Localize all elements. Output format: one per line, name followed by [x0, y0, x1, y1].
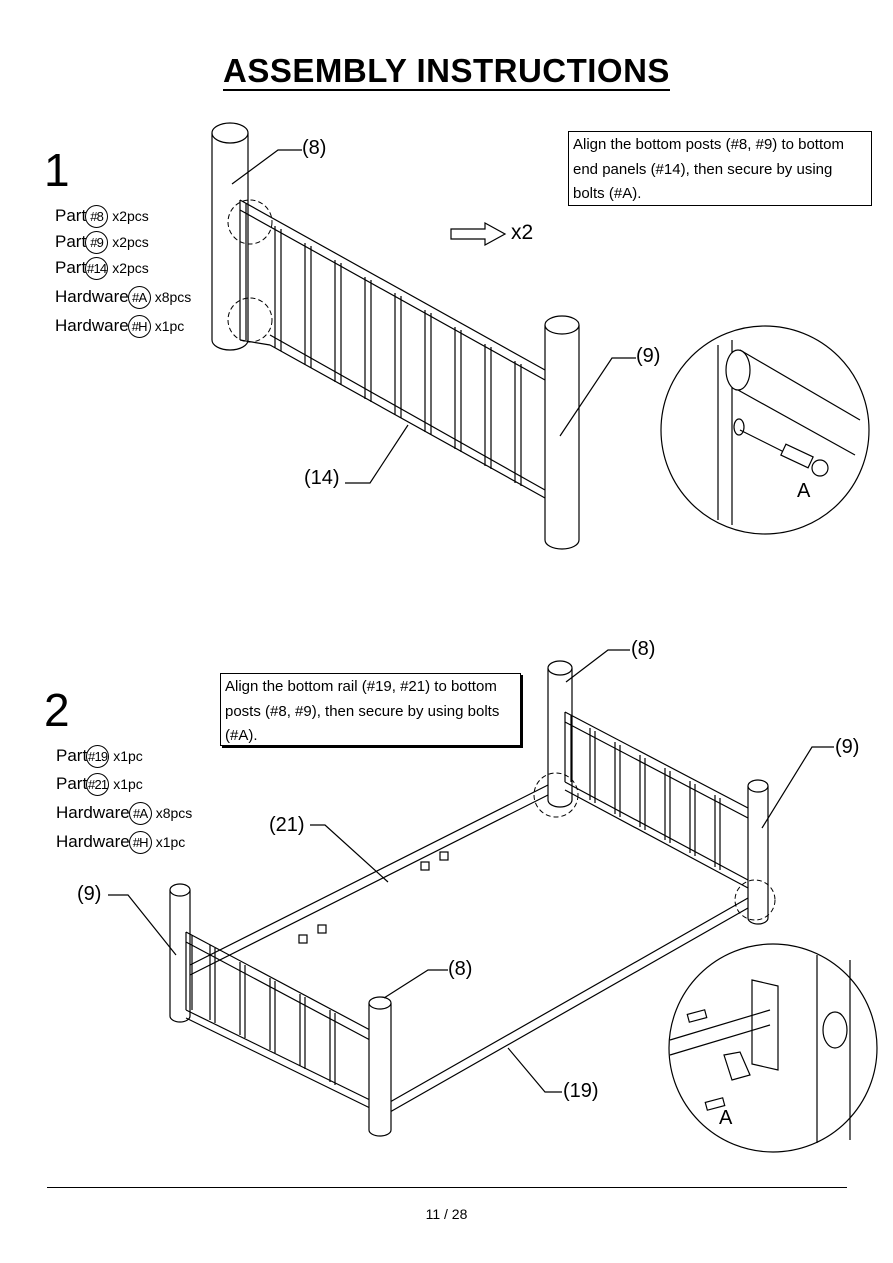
callout-rail-21: (21): [269, 814, 305, 836]
step-1-instruction-note: Align the bottom posts (#8, #9) to botto…: [568, 131, 872, 206]
step-2-instruction-note: Align the bottom rail (#19, #21) to bott…: [220, 673, 521, 746]
step-1-panel-drawing: [211, 122, 870, 550]
callout-post-9: (9): [636, 345, 661, 367]
callout-post-8-front: (8): [448, 958, 473, 980]
step-2-number: 2: [44, 684, 70, 736]
callout-bolt-a: A: [797, 480, 811, 502]
callout-post-9-right: (9): [835, 736, 860, 758]
page-title-text: ASSEMBLY INSTRUCTIONS: [223, 52, 670, 91]
callout-bolt-a-2: A: [719, 1107, 733, 1129]
callout-rail-19: (19): [563, 1080, 599, 1102]
repeat-count: x2: [511, 221, 534, 244]
page-number: 11 / 28: [425, 1206, 468, 1222]
callout-post-8-top: (8): [631, 638, 656, 660]
step-2-frame-drawing: [108, 649, 878, 1153]
step-1-number: 1: [44, 144, 70, 196]
footer-divider: [47, 1187, 847, 1188]
callout-post-8: (8): [302, 137, 327, 159]
page-title: ASSEMBLY INSTRUCTIONS: [0, 52, 893, 91]
callout-post-9-left: (9): [77, 883, 102, 905]
callout-panel-14: (14): [304, 467, 340, 489]
